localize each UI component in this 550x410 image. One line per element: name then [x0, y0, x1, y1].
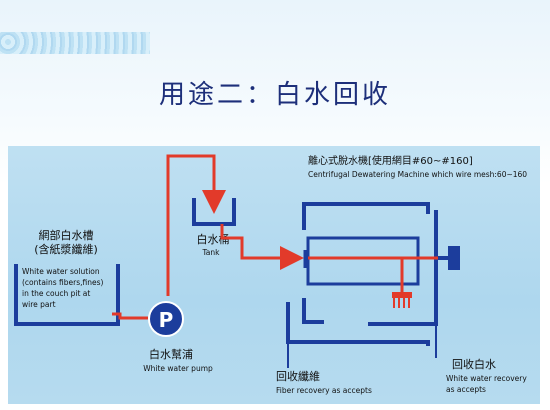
white-water-pump: P	[148, 301, 184, 337]
pump-name-en: White water pump	[143, 364, 213, 373]
white-water-tank	[192, 198, 236, 226]
process-diagram: 網部白水槽 (含紙漿纖維) White water solution (cont…	[14, 154, 527, 395]
fiber-outlet-name: 回收纖維	[276, 369, 320, 383]
couch-pit-desc-line-1: White water solution	[22, 267, 100, 276]
centrifuge-name-en: Centrifugal Dewatering Machine which wir…	[308, 170, 527, 179]
water-outlet-name-en-line-2: as accepts	[446, 385, 486, 394]
process-diagram-panel: 網部白水槽 (含紙漿纖維) White water solution (cont…	[8, 146, 540, 404]
water-droplet-banner	[0, 32, 150, 54]
pump-symbol: P	[159, 308, 174, 332]
tank-name-en: Tank	[201, 248, 220, 257]
couch-pit-name: 網部白水槽	[39, 228, 94, 242]
couch-pit-desc-line-2: (contains fibers,fines)	[22, 278, 104, 287]
fiber-outlet-name-en: Fiber recovery as accepts	[276, 386, 372, 395]
water-outlet-name-en-line-1: White water recovery	[446, 374, 527, 383]
couch-pit-subname: (含紙漿纖維)	[34, 242, 98, 256]
flow-pump-to-tank	[166, 154, 226, 296]
centrifuge-feed-nozzle	[308, 256, 438, 308]
slide-title: 用途二：白水回收	[158, 80, 391, 110]
centrifuge-name: 離心式脫水機[使用網目#60~#160]	[308, 154, 473, 167]
couch-pit-desc-line-3: in the couch pit at	[22, 289, 90, 298]
water-outlet-name: 回收白水	[452, 357, 496, 371]
centrifugal-dewatering-machine	[286, 202, 460, 346]
couch-pit-desc-line-4: wire part	[22, 300, 56, 309]
couch-pit-tank	[14, 264, 120, 326]
flow-tank-to-centrifuge	[220, 224, 304, 270]
flow-pit-to-pump	[112, 312, 148, 320]
pump-name: 白水幫浦	[149, 347, 193, 361]
